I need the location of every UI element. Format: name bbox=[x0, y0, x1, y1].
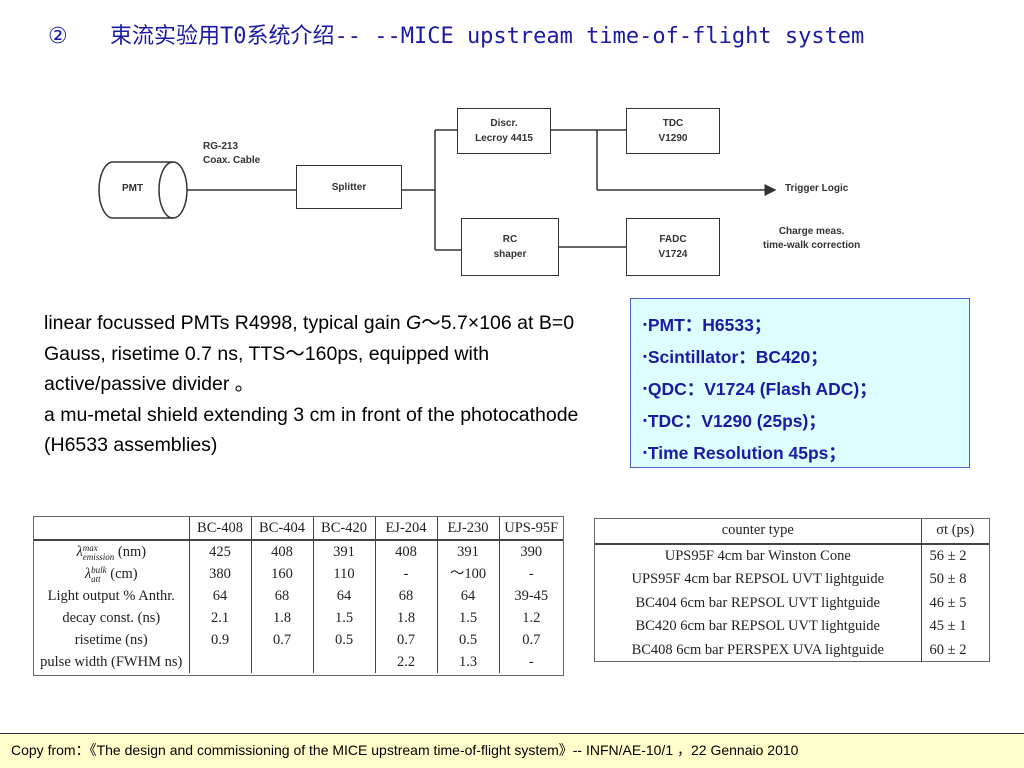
scintillator-table: BC-408 BC-404 BC-420 EJ-204 EJ-230 UPS-9… bbox=[33, 516, 564, 676]
spec-item: •Scintillator：BC420； bbox=[643, 347, 828, 367]
block-diagram: PMT RG-213 Coax. Cable Splitter Discr. L… bbox=[85, 100, 905, 285]
pmt-description: linear focussed PMTs R4998, typical gain… bbox=[44, 308, 609, 461]
row-label: pulse width (FWHM ns) bbox=[34, 651, 190, 673]
column-header: counter type bbox=[595, 519, 922, 545]
rc-shaper-box: RC shaper bbox=[461, 218, 559, 276]
column-header: BC-404 bbox=[251, 517, 314, 541]
column-header: EJ-230 bbox=[437, 517, 500, 541]
table-row: risetime (ns) 0.9 0.7 0.5 0.7 0.5 0.7 bbox=[34, 629, 563, 651]
table-row: decay const. (ns) 2.1 1.8 1.5 1.8 1.5 1.… bbox=[34, 607, 563, 629]
slide-title: ② 束流实验用T0系统介绍-- --MICE upstream time-of-f… bbox=[48, 18, 1008, 50]
column-header: UPS-95F bbox=[499, 517, 563, 541]
title-text: 束流实验用T0系统介绍-- --MICE upstream time-of-fl… bbox=[110, 24, 865, 49]
spec-item: •PMT：H6533； bbox=[643, 315, 772, 335]
tdc-box: TDC V1290 bbox=[626, 108, 720, 154]
fadc-box: FADC V1724 bbox=[626, 218, 720, 276]
pmt-label: PMT bbox=[122, 183, 144, 194]
specs-box: •PMT：H6533； •Scintillator：BC420； •QDC：V1… bbox=[630, 298, 970, 468]
description-paragraph-2: a mu-metal shield extending 3 cm in fron… bbox=[44, 403, 579, 457]
diagram-connectors bbox=[98, 129, 777, 251]
row-label: Light output % Anthr. bbox=[34, 585, 190, 607]
table-row: UPS95F 4cm bar Winston Cone 56 ± 2 bbox=[595, 543, 989, 568]
title-number: ② bbox=[48, 24, 68, 49]
column-header: σt (ps) bbox=[921, 519, 989, 545]
spec-item: •Time Resolution 45ps； bbox=[643, 443, 846, 463]
table-row: Light output % Anthr. 64 68 64 68 64 39-… bbox=[34, 585, 563, 607]
table-row: BC408 6cm bar PERSPEX UVA lightguide 60 … bbox=[595, 638, 989, 662]
discriminator-box: Discr. Lecroy 4415 bbox=[457, 108, 551, 154]
column-header: BC-408 bbox=[189, 517, 252, 541]
column-header: BC-420 bbox=[313, 517, 376, 541]
table-row: BC404 6cm bar REPSOL UVT lightguide 46 ±… bbox=[595, 591, 989, 615]
table-header-row: BC-408 BC-404 BC-420 EJ-204 EJ-230 UPS-9… bbox=[34, 517, 563, 541]
counter-resolution-table: counter type σt (ps) UPS95F 4cm bar Wins… bbox=[594, 518, 990, 662]
trigger-logic-label: Trigger Logic bbox=[785, 183, 849, 194]
table-row: pulse width (FWHM ns) 2.2 1.3 - bbox=[34, 651, 563, 673]
spec-item: •QDC：V1724 (Flash ADC)； bbox=[643, 379, 877, 399]
row-label: risetime (ns) bbox=[34, 629, 190, 651]
table-header-row: counter type σt (ps) bbox=[595, 519, 989, 545]
charge-meas-label: Charge meas. time-walk correction bbox=[763, 226, 861, 251]
cable-label: RG-213 Coax. Cable bbox=[203, 141, 261, 166]
spec-item: •TDC：V1290 (25ps)； bbox=[643, 411, 826, 431]
row-label: decay const. (ns) bbox=[34, 607, 190, 629]
table-row: UPS95F 4cm bar REPSOL UVT lightguide 50 … bbox=[595, 568, 989, 592]
column-header: EJ-204 bbox=[375, 517, 438, 541]
description-paragraph-1: linear focussed PMTs R4998, typical gain… bbox=[44, 312, 575, 395]
table-row: BC420 6cm bar REPSOL UVT lightguide 45 ±… bbox=[595, 615, 989, 639]
splitter-box: Splitter bbox=[296, 165, 402, 209]
source-citation-footer: Copy from：《The design and commissioning … bbox=[0, 733, 1024, 768]
